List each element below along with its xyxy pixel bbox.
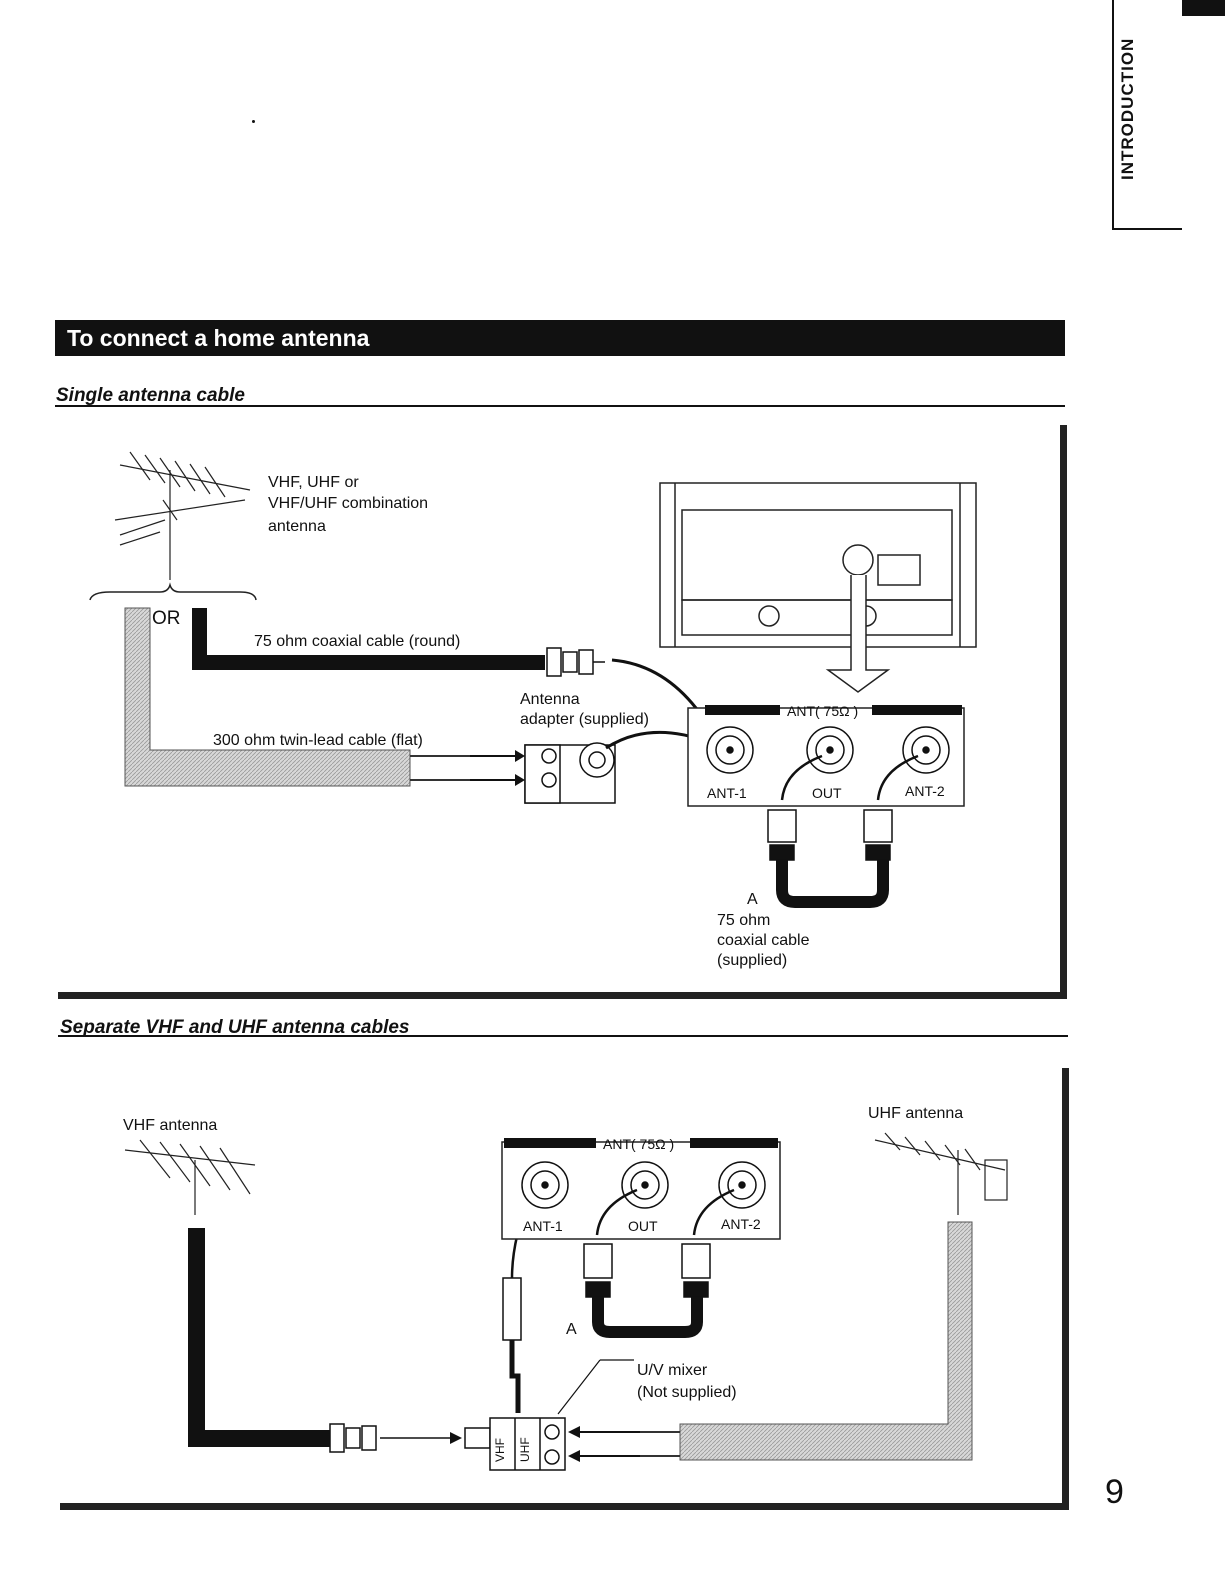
jumper-cable-separate: [583, 1243, 711, 1338]
antenna-brace: [89, 582, 257, 601]
coax-cable-round: [192, 608, 545, 670]
supplied-cable-line2: coaxial cable: [717, 932, 810, 949]
cable-a-label-separate: A: [566, 1321, 577, 1338]
ant-panel-separate: [501, 1138, 781, 1240]
uhf-antenna-label: UHF antenna: [868, 1105, 964, 1122]
vhf-antenna-label: VHF antenna: [123, 1117, 218, 1134]
f-connector-icon: [546, 647, 605, 677]
vhf-antenna-icon: [124, 1139, 256, 1215]
page-number: 9: [1105, 1473, 1124, 1511]
down-arrow-icon: [825, 575, 891, 693]
antenna-label-line1: VHF, UHF or: [268, 474, 359, 491]
ant-panel-label: ANT( 75Ω ): [787, 703, 859, 719]
tv-back-icon: [659, 482, 977, 648]
jumper-cable-single: [767, 809, 893, 908]
twin-lead-cable: [124, 607, 411, 787]
mixer-uhf-label: UHF: [518, 1437, 532, 1462]
supplied-cable-line3: (supplied): [717, 952, 788, 969]
ant-panel-single: [687, 705, 965, 807]
subtitle-separate-rule: [58, 1035, 1068, 1037]
section-title: To connect a home antenna: [55, 320, 1065, 356]
mixer-vhf-label: VHF: [493, 1438, 507, 1462]
adapter-label-line2: adapter (supplied): [520, 711, 649, 728]
antenna-adapter-icon: [524, 742, 616, 804]
ant1-label: ANT-1: [707, 785, 747, 801]
ant1-label-separate: ANT-1: [523, 1218, 563, 1234]
or-label: OR: [152, 608, 181, 629]
frame-right-separate: [1062, 1068, 1069, 1508]
subtitle-single: Single antenna cable: [56, 385, 245, 406]
frame-right-single: [1060, 425, 1067, 995]
supplied-cable-line1: 75 ohm: [717, 912, 771, 929]
out-label: OUT: [812, 785, 842, 801]
antenna-label-line3: antenna: [268, 518, 326, 535]
twin-lead-label: 300 ohm twin-lead cable (flat): [213, 732, 423, 749]
uhf-antenna-icon: [874, 1132, 1008, 1215]
mixer-label-line1: U/V mixer: [637, 1362, 708, 1379]
uv-mixer-icon: [464, 1417, 566, 1471]
out-label-separate: OUT: [628, 1218, 658, 1234]
ant2-label: ANT-2: [905, 783, 945, 799]
vhf-coax-cable: [188, 1228, 330, 1447]
ant2-label-separate: ANT-2: [721, 1216, 761, 1232]
uhf-twin-lead-cable: [679, 1221, 973, 1461]
coax-cable-label: 75 ohm coaxial cable (round): [254, 633, 461, 650]
ant-panel-label-separate: ANT( 75Ω ): [603, 1136, 675, 1152]
vhf-f-connector-icon: [329, 1423, 377, 1453]
cable-a-label: A: [747, 891, 758, 908]
subtitle-separate: Separate VHF and UHF antenna cables: [60, 1017, 410, 1038]
section-side-tab: [1112, 0, 1182, 230]
mixer-label-line2: (Not supplied): [637, 1384, 737, 1401]
subtitle-single-rule: [55, 405, 1065, 407]
stray-dot: [252, 120, 255, 123]
adapter-label-line1: Antenna: [520, 691, 580, 708]
corner-mark: [1182, 0, 1225, 16]
frame-bottom-single: [58, 992, 1067, 999]
vhf-uhf-antenna-icon: [114, 451, 251, 580]
frame-bottom-separate: [60, 1503, 1069, 1510]
antenna-label-line2: VHF/UHF combination: [268, 495, 429, 512]
